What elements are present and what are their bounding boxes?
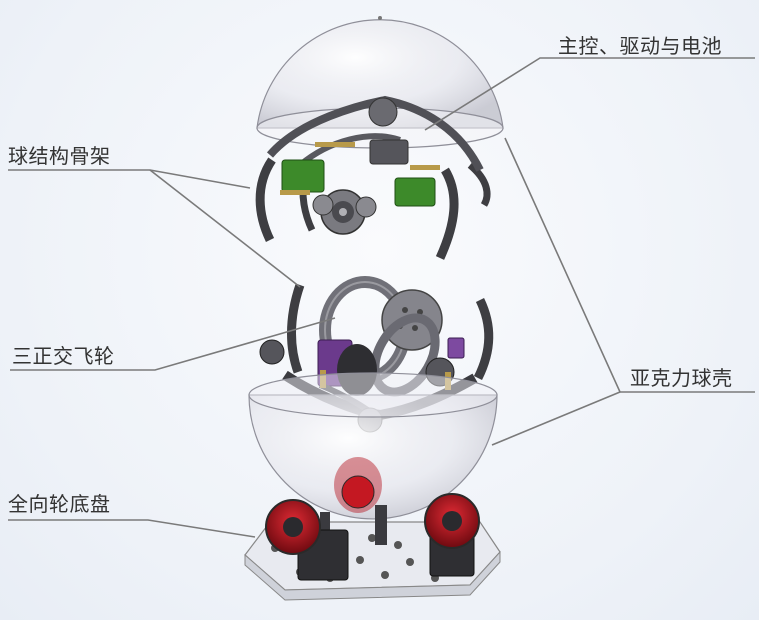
leader-line-wheels <box>10 317 336 371</box>
leader-line-chassis <box>8 519 256 538</box>
label-control-drive-battery: 主控、驱动与电池 <box>558 34 722 58</box>
omni-chassis <box>244 475 501 601</box>
label-acrylic-shell: 亚克力球壳 <box>630 366 733 390</box>
leader-line-frame-top <box>8 169 251 189</box>
top-shell <box>256 16 504 149</box>
label-orthogonal-flywheels: 三正交飞轮 <box>12 344 115 368</box>
label-ball-frame: 球结构骨架 <box>8 144 111 168</box>
leader-line-control <box>424 57 755 131</box>
leader-lines <box>8 57 755 538</box>
leader-line-frame-mid <box>149 169 301 288</box>
label-omni-chassis: 全向轮底盘 <box>8 492 111 516</box>
leader-line-shell-bottom <box>491 391 621 446</box>
leader-line-shell-top <box>504 137 755 393</box>
top-frame <box>255 95 491 260</box>
bottom-shell <box>248 372 498 520</box>
